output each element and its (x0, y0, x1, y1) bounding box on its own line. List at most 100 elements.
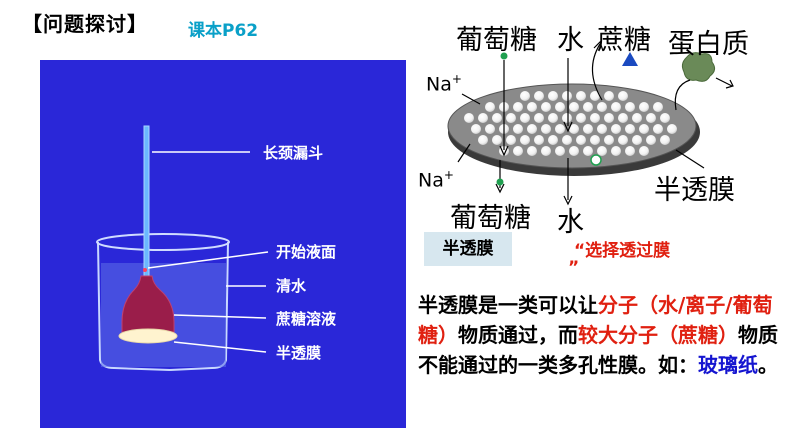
membrane-pore (625, 102, 635, 112)
semipermeable-term-box: 半透膜 (424, 232, 512, 266)
membrane-pore (562, 135, 572, 145)
membrane-pore (604, 91, 614, 101)
membrane-pore (632, 113, 642, 123)
membrane-pore (576, 135, 586, 145)
membrane-pore (653, 102, 663, 112)
membrane-pore (590, 135, 600, 145)
membrane-pore (534, 91, 544, 101)
membrane-pore (653, 124, 663, 134)
beaker-rim (96, 233, 230, 251)
definition-paragraph: 半透膜是一类可以让分子（水/离子/葡萄糖）物质通过，而较大分子（蔗糖）物质不能通… (418, 293, 778, 377)
membrane-pore (639, 146, 649, 156)
selective-membrane-tag: “选择透过膜 (574, 241, 671, 261)
membrane-pore (646, 135, 656, 145)
membrane-pore (548, 91, 558, 101)
membrane-pore (562, 113, 572, 123)
sodium-ion-top: Na+ (426, 72, 462, 96)
membrane-pore (618, 91, 628, 101)
sucrose-solution-label: 蔗糖溶液 (276, 310, 337, 328)
closing-quote: ” (568, 258, 580, 278)
sodium-ion-bottom: Na+ (418, 168, 454, 192)
osmosis-apparatus-panel: 长颈漏斗 开始液面 清水 蔗糖溶液 半透膜 (40, 60, 406, 428)
membrane-pore (618, 113, 628, 123)
membrane-pores (464, 91, 677, 156)
membrane-pore (527, 102, 537, 112)
membrane-pore (562, 91, 572, 101)
membrane-pore (569, 102, 579, 112)
membrane-diagram-label: 半透膜 (654, 175, 735, 206)
membrane-pore (513, 146, 523, 156)
membrane-pore (520, 113, 530, 123)
membrane-pore (492, 113, 502, 123)
membrane-pore (576, 113, 586, 123)
membrane-pore (660, 113, 670, 123)
membrane-pore (506, 135, 516, 145)
membrane-pore (604, 113, 614, 123)
membrane-pore (569, 124, 579, 134)
membrane-pore (583, 124, 593, 134)
membrane-pore (646, 113, 656, 123)
sucrose-triangle (622, 52, 638, 66)
membrane-pore (611, 146, 621, 156)
membrane-diagram (447, 40, 734, 206)
membrane-pore (590, 113, 600, 123)
membrane-pore (632, 135, 642, 145)
membrane-pore (471, 124, 481, 134)
membrane-pore (625, 124, 635, 134)
membrane-pore (485, 102, 495, 112)
membrane-pore (597, 102, 607, 112)
apparatus-illustration (96, 125, 269, 371)
membrane-pore (534, 135, 544, 145)
membrane-pore (639, 124, 649, 134)
glucose-bottom-label: 葡萄糖 (450, 203, 531, 234)
membrane-disc (118, 328, 178, 344)
glucose-top-label: 葡萄糖 (456, 25, 537, 56)
membrane-pore (660, 135, 670, 145)
large-molecules-highlight: 较大分子（蔗糖） (578, 323, 738, 347)
membrane-pore (527, 146, 537, 156)
water-top-label: 水 (557, 25, 584, 56)
membrane-pore (583, 146, 593, 156)
membrane-pore (513, 102, 523, 112)
membrane-pore (527, 124, 537, 134)
textbook-reference: 课本P62 (188, 21, 259, 41)
membrane-pore (639, 102, 649, 112)
membrane-label: 半透膜 (276, 344, 322, 362)
water-bottom-label: 水 (557, 207, 584, 238)
membrane-pore (625, 146, 635, 156)
membrane-pore (611, 102, 621, 112)
membrane-pore (513, 124, 523, 134)
membrane-pore (569, 146, 579, 156)
membrane-pore (548, 113, 558, 123)
section-title: 【问题探讨】 (22, 12, 148, 36)
water-label: 清水 (276, 277, 307, 295)
membrane-pore (478, 113, 488, 123)
membrane-pore (492, 135, 502, 145)
small-molecules-highlight: 分子（水/离子/葡萄糖） (418, 293, 773, 347)
membrane-pore (555, 102, 565, 112)
membrane-pore (478, 135, 488, 145)
membrane-pore (464, 113, 474, 123)
membrane-pore (541, 102, 551, 112)
highlighted-pore (590, 154, 602, 166)
protein-label: 蛋白质 (668, 29, 749, 60)
start-level-dot (143, 268, 147, 272)
membrane-pore (667, 124, 677, 134)
membrane-pore (590, 91, 600, 101)
membrane-pore (548, 135, 558, 145)
membrane-pore (618, 135, 628, 145)
membrane-pore (576, 91, 586, 101)
glucose-dot-top (500, 52, 508, 60)
membrane-pore (520, 91, 530, 101)
glucose-dot-bottom (496, 178, 504, 186)
membrane-pore (597, 146, 607, 156)
funnel-tube (143, 125, 150, 277)
sucrose-top-label: 蔗糖 (597, 25, 651, 56)
protein-blob (681, 52, 716, 82)
membrane-pore (604, 135, 614, 145)
membrane-pore (506, 113, 516, 123)
funnel-label: 长颈漏斗 (263, 144, 324, 162)
cellophane-highlight: 玻璃纸 (698, 353, 758, 377)
membrane-pore (520, 135, 530, 145)
start-level-label: 开始液面 (276, 243, 337, 261)
